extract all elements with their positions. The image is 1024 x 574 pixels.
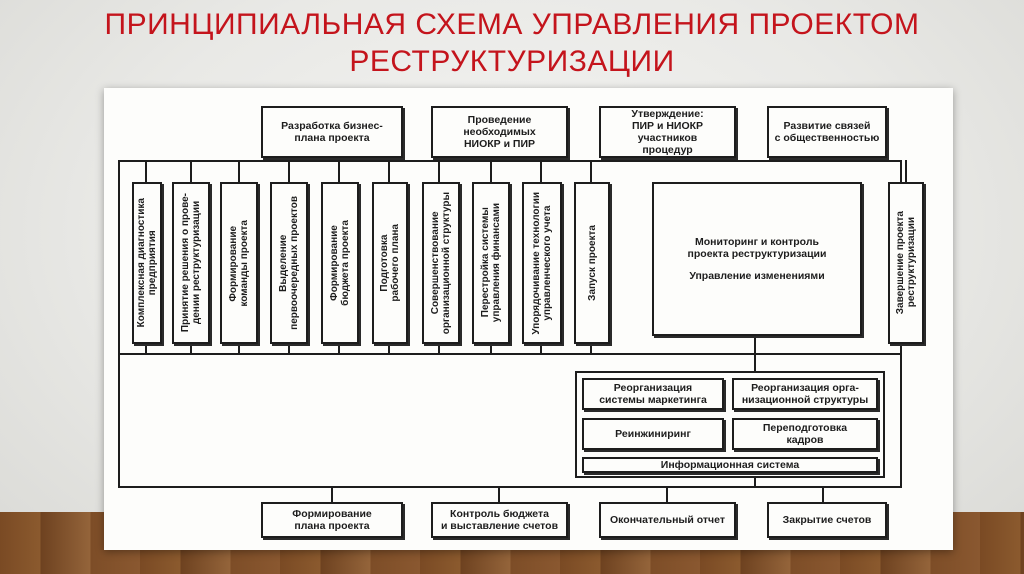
box-accounting: Упорядочивание технологии управленческог… (522, 182, 562, 344)
box-public-relations: Развитие связей с общественностью (767, 106, 887, 158)
connector (905, 160, 907, 182)
box-niokr: Проведение необходимых НИОКР и ПИР (431, 106, 568, 158)
box-launch: Запуск проекта (574, 182, 610, 344)
box-completion: Завершение проекта реструктуризации (888, 182, 924, 344)
box-form-plan: Формирование плана проекта (261, 502, 403, 538)
diagram-board: Разработка бизнес- плана проекта Проведе… (104, 88, 953, 550)
title-line-2: реструктуризации (349, 45, 675, 78)
box-retraining: Переподготовка кадров (732, 418, 878, 450)
mid-bus-line (118, 353, 902, 355)
box-label: Реинжиниринг (615, 428, 691, 440)
monitor-label: Мониторинг и контроль проекта реструктур… (687, 236, 827, 260)
connector (338, 344, 340, 354)
box-diagnostics: Комплексная диагностика предприятия (132, 182, 162, 344)
box-label: Реорганизация системы маркетинга (599, 382, 707, 406)
box-label: Утверждение: ПИР и НИОКР участников проц… (631, 108, 704, 156)
connector (540, 160, 542, 182)
box-label: Реорганизация орга- низационной структур… (741, 382, 869, 406)
box-org-reorg: Реорганизация орга- низационной структур… (732, 378, 878, 410)
box-close-accounts: Закрытие счетов (767, 502, 887, 538)
top-bus-line (118, 160, 902, 162)
box-label: Формирование команды проекта (228, 219, 250, 307)
box-label: Выделение первоочередных проектов (278, 196, 300, 330)
box-label: Проведение необходимых НИОКР и ПИР (463, 114, 536, 150)
box-label: Запуск проекта (586, 225, 598, 301)
connector (145, 160, 147, 182)
box-reengineering: Реинжиниринг (582, 418, 724, 450)
box-label: Развитие связей с общественностью (774, 120, 880, 144)
connector (590, 344, 592, 354)
box-label: Переподготовка кадров (762, 422, 848, 446)
connector (666, 486, 668, 502)
connector (331, 486, 333, 502)
box-label: Разработка бизнес- плана проекта (281, 120, 383, 144)
box-business-plan: Разработка бизнес- плана проекта (261, 106, 403, 158)
box-monitoring: Мониторинг и контроль проекта реструктур… (652, 182, 862, 336)
box-approval: Утверждение: ПИР и НИОКР участников проц… (599, 106, 736, 158)
connector (540, 344, 542, 354)
box-label: Совершенствование организационной структ… (430, 191, 452, 335)
connector (754, 478, 756, 488)
box-budget: Формирование бюджета проекта (321, 182, 359, 344)
connector (338, 160, 340, 182)
connector (238, 344, 240, 354)
box-label: Информационная система (660, 459, 800, 471)
left-frame-line (118, 160, 120, 488)
connector (190, 344, 192, 354)
box-label: Комплексная диагностика предприятия (136, 198, 158, 328)
connector (754, 353, 756, 371)
connector (754, 336, 756, 354)
box-label: Завершение проекта реструктуризации (895, 211, 917, 315)
slide-title: Принципиальная схема управления проектом… (0, 6, 1024, 80)
box-org-structure: Совершенствование организационной структ… (422, 182, 460, 344)
connector (438, 344, 440, 354)
connector (498, 486, 500, 502)
box-priority-projects: Выделение первоочередных проектов (270, 182, 308, 344)
connector (388, 344, 390, 354)
box-final-report: Окончательный отчет (599, 502, 736, 538)
box-label: Формирование плана проекта (292, 508, 372, 532)
box-label: Контроль бюджета и выставление счетов (440, 508, 559, 532)
box-decision: Принятие решения о прове- дении реструкт… (172, 182, 210, 344)
connector (238, 160, 240, 182)
connector (288, 344, 290, 354)
connector (145, 344, 147, 354)
connector (490, 344, 492, 354)
box-label: Формирование бюджета проекта (329, 220, 351, 306)
box-info-system: Информационная система (582, 457, 878, 473)
connector (490, 160, 492, 182)
bottom-bus-line (118, 486, 902, 488)
box-label: Упорядочивание технологии управленческог… (531, 191, 553, 335)
box-label: Подготовка рабочего плана (379, 224, 401, 302)
connector (288, 160, 290, 182)
box-label: Принятие решения о прове- дении реструкт… (180, 193, 202, 333)
box-label: Закрытие счетов (782, 514, 872, 526)
title-line-1: Принципиальная схема управления проектом (104, 8, 920, 41)
connector (388, 160, 390, 182)
box-work-plan: Подготовка рабочего плана (372, 182, 408, 344)
box-finance: Перестройка системы управления финансами (472, 182, 510, 344)
connector (822, 486, 824, 502)
change-management-label: Управление изменениями (689, 270, 825, 282)
box-team: Формирование команды проекта (220, 182, 258, 344)
connector (590, 160, 592, 182)
box-label: Перестройка системы управления финансами (480, 203, 502, 323)
connector (190, 160, 192, 182)
box-label: Окончательный отчет (610, 514, 725, 526)
connector (438, 160, 440, 182)
box-budget-control: Контроль бюджета и выставление счетов (431, 502, 568, 538)
box-marketing: Реорганизация системы маркетинга (582, 378, 724, 410)
